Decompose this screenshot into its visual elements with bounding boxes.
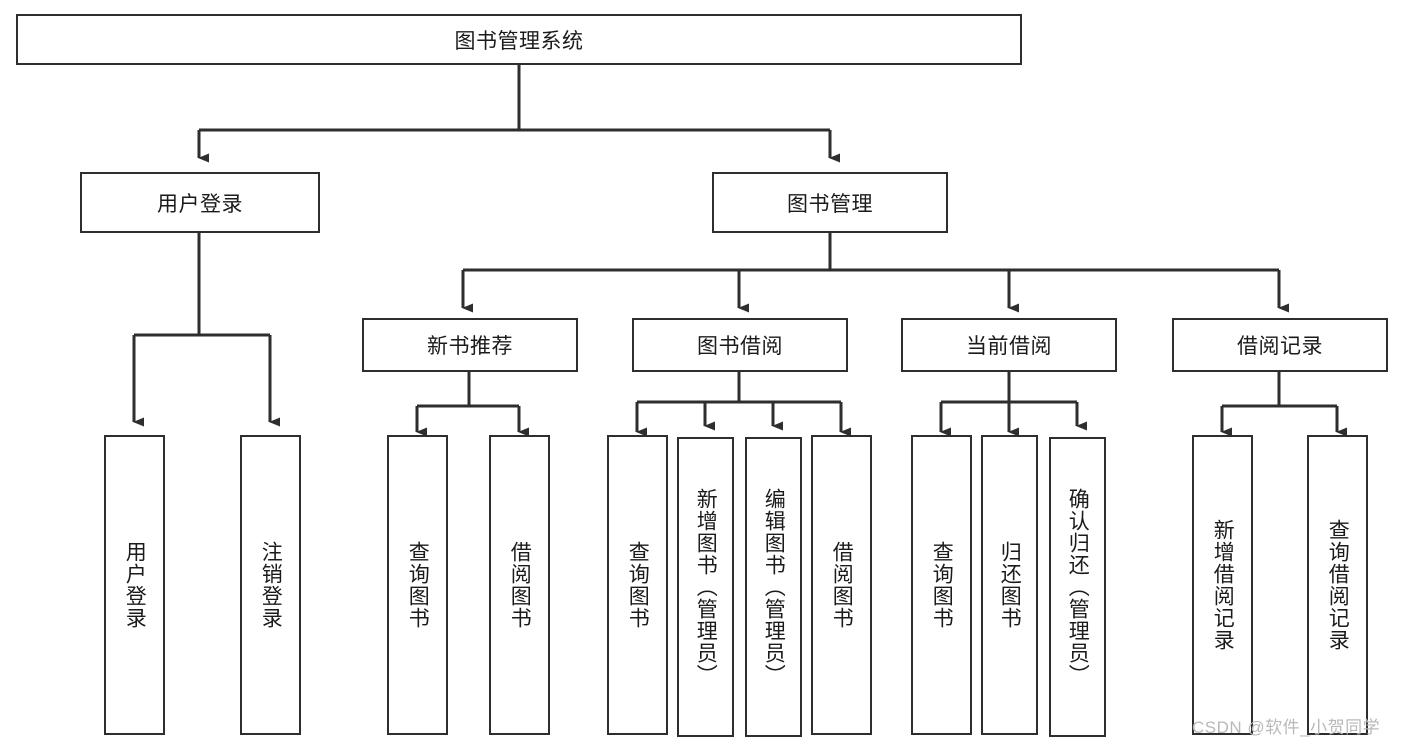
- leaf-borrow-edit-book-admin[interactable]: 编辑图书（管理员）: [745, 437, 802, 737]
- node-book-manage-label: 图书管理: [787, 192, 873, 216]
- leaf-new-book-query[interactable]: 查询图书: [387, 435, 448, 735]
- leaf-current-confirm-return-admin[interactable]: 确认归还（管理员）: [1049, 437, 1106, 737]
- node-root-system[interactable]: 图书管理系统: [16, 14, 1022, 65]
- leaf-record-query-record[interactable]: 查询借阅记录: [1307, 435, 1368, 735]
- leaf-new-book-borrow-label: 借阅图书: [508, 541, 532, 629]
- leaf-current-query-book[interactable]: 查询图书: [911, 435, 972, 735]
- leaf-borrow-borrow-book[interactable]: 借阅图书: [811, 435, 872, 735]
- leaf-user-login-login-label: 用户登录: [123, 541, 147, 629]
- node-borrow-record-label: 借阅记录: [1237, 335, 1323, 358]
- leaf-borrow-add-book-admin[interactable]: 新增图书（管理员）: [677, 437, 734, 737]
- leaf-new-book-query-label: 查询图书: [406, 541, 430, 629]
- node-new-book-recommend[interactable]: 新书推荐: [362, 318, 578, 372]
- node-root-system-label: 图书管理系统: [454, 29, 584, 53]
- node-book-borrow[interactable]: 图书借阅: [632, 318, 848, 372]
- leaf-record-add-record[interactable]: 新增借阅记录: [1192, 435, 1253, 735]
- leaf-new-book-borrow[interactable]: 借阅图书: [489, 435, 550, 735]
- node-user-login[interactable]: 用户登录: [80, 172, 320, 233]
- node-new-book-recommend-label: 新书推荐: [427, 335, 513, 358]
- leaf-user-login-logout-label: 注销登录: [259, 541, 283, 629]
- leaf-current-return-book[interactable]: 归还图书: [981, 435, 1038, 735]
- leaf-record-query-record-label: 查询借阅记录: [1326, 519, 1350, 651]
- node-user-login-label: 用户登录: [157, 192, 243, 216]
- node-book-borrow-label: 图书借阅: [697, 335, 783, 358]
- leaf-current-return-book-label: 归还图书: [998, 541, 1022, 629]
- node-current-borrow[interactable]: 当前借阅: [901, 318, 1117, 372]
- leaf-borrow-add-book-admin-label: 新增图书（管理员）: [694, 488, 718, 686]
- leaf-borrow-borrow-book-label: 借阅图书: [830, 541, 854, 629]
- leaf-current-confirm-return-admin-label: 确认归还（管理员）: [1066, 488, 1090, 686]
- node-book-manage[interactable]: 图书管理: [712, 172, 948, 233]
- node-current-borrow-label: 当前借阅: [966, 335, 1052, 358]
- leaf-borrow-query-book-label: 查询图书: [626, 541, 650, 629]
- leaf-current-query-book-label: 查询图书: [930, 541, 954, 629]
- leaf-borrow-query-book[interactable]: 查询图书: [607, 435, 668, 735]
- node-borrow-record[interactable]: 借阅记录: [1172, 318, 1388, 372]
- leaf-record-add-record-label: 新增借阅记录: [1211, 519, 1235, 651]
- leaf-borrow-edit-book-admin-label: 编辑图书（管理员）: [762, 488, 786, 686]
- leaf-user-login-logout[interactable]: 注销登录: [240, 435, 301, 735]
- leaf-user-login-login[interactable]: 用户登录: [104, 435, 165, 735]
